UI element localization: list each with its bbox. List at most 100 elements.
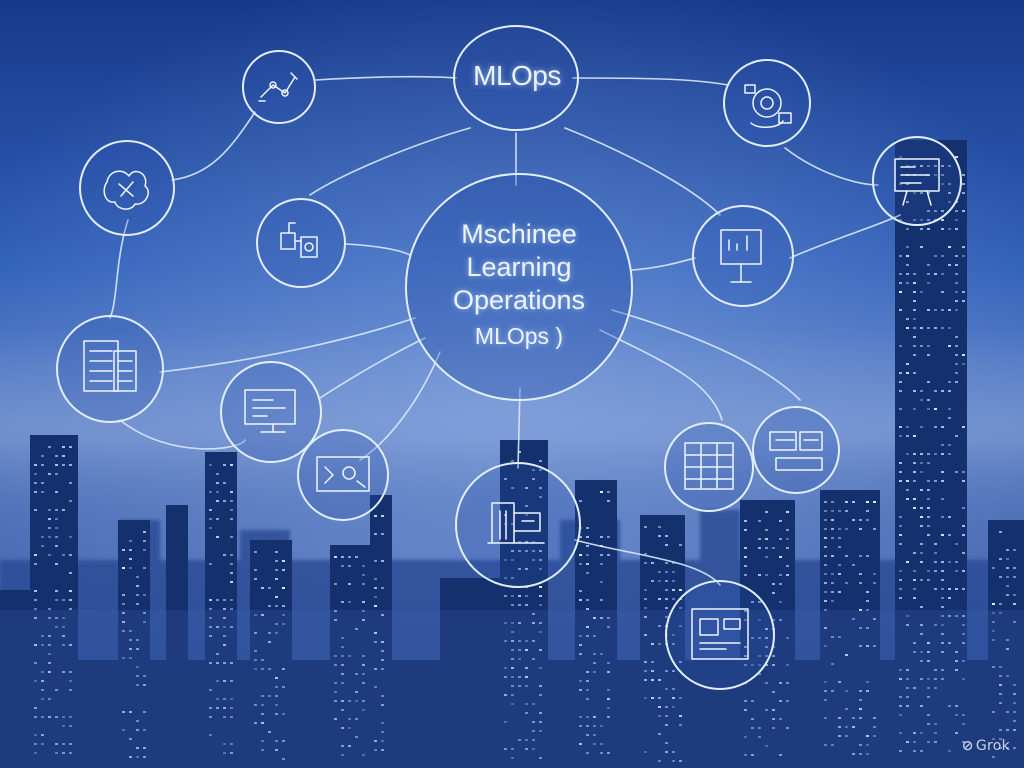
window-light [899,273,902,275]
window-light [899,543,902,545]
window-light [824,744,827,746]
window-light [381,614,384,616]
window-light [579,743,582,745]
window-light [786,511,789,513]
window-light [209,716,212,718]
window-light [209,689,212,691]
window-light [955,255,958,257]
window-light [999,702,1002,704]
window-light [607,500,610,502]
window-light [511,748,514,750]
window-light [62,635,65,637]
window-light [899,309,902,311]
window-light [941,309,944,311]
window-light [948,561,951,563]
window-light [679,544,682,546]
window-light [511,649,514,651]
window-light [216,599,219,601]
window-light [665,706,668,708]
window-light [261,740,264,742]
window-light [962,507,965,509]
window-light [913,579,916,581]
window-light [254,551,257,553]
window-light [962,183,965,185]
window-light [511,487,514,489]
window-light [927,660,930,662]
window-light [600,599,603,601]
window-light [672,598,675,600]
window-light [866,753,869,755]
window-light [579,635,582,637]
window-light [539,667,542,669]
window-light [899,255,902,257]
window-light [539,559,542,561]
window-light [1013,702,1016,704]
window-light [55,617,58,619]
window-light [962,291,965,293]
window-light [1006,567,1009,569]
window-light [899,669,902,671]
window-light [873,726,876,728]
window-light [679,724,682,726]
window-light [334,718,337,720]
window-light [934,480,937,482]
window-light [779,538,782,540]
window-light [866,609,869,611]
window-light [48,608,51,610]
window-light [230,599,233,601]
window-light [934,165,937,167]
window-light [744,700,747,702]
window-light [838,573,841,575]
window-light [122,594,125,596]
window-light [765,511,768,513]
window-light [275,605,278,607]
window-light [758,664,761,666]
window-light [348,727,351,729]
window-light [1006,549,1009,551]
window-light [1013,720,1016,722]
window-light [525,604,528,606]
window-light [136,639,139,641]
window-light [934,255,937,257]
window-light [927,264,930,266]
window-light [920,453,923,455]
window-light [948,408,951,410]
window-light [518,676,521,678]
window-light [899,183,902,185]
window-light [136,576,139,578]
window-light [525,514,528,516]
window-light [672,706,675,708]
window-light [920,228,923,230]
window-light [254,632,257,634]
window-light [845,582,848,584]
window-light [223,635,226,637]
window-light [62,455,65,457]
window-light [831,510,834,512]
window-light [532,640,535,642]
window-light [586,725,589,727]
window-light [41,734,44,736]
window-light [532,739,535,741]
window-light [941,588,944,590]
window-light [852,564,855,566]
window-light [586,752,589,754]
window-light [838,735,841,737]
window-light [873,501,876,503]
window-light [586,527,589,529]
window-light [962,174,965,176]
window-light [962,426,965,428]
window-light [69,500,72,502]
window-light [999,684,1002,686]
window-light [679,697,682,699]
window-light [852,501,855,503]
window-light [906,201,909,203]
window-light [532,478,535,480]
window-light [268,731,271,733]
window-light [282,569,285,571]
window-light [859,519,862,521]
window-light [765,664,768,666]
window-light [532,550,535,552]
window-light [48,446,51,448]
window-light [899,714,902,716]
window-light [586,599,589,601]
